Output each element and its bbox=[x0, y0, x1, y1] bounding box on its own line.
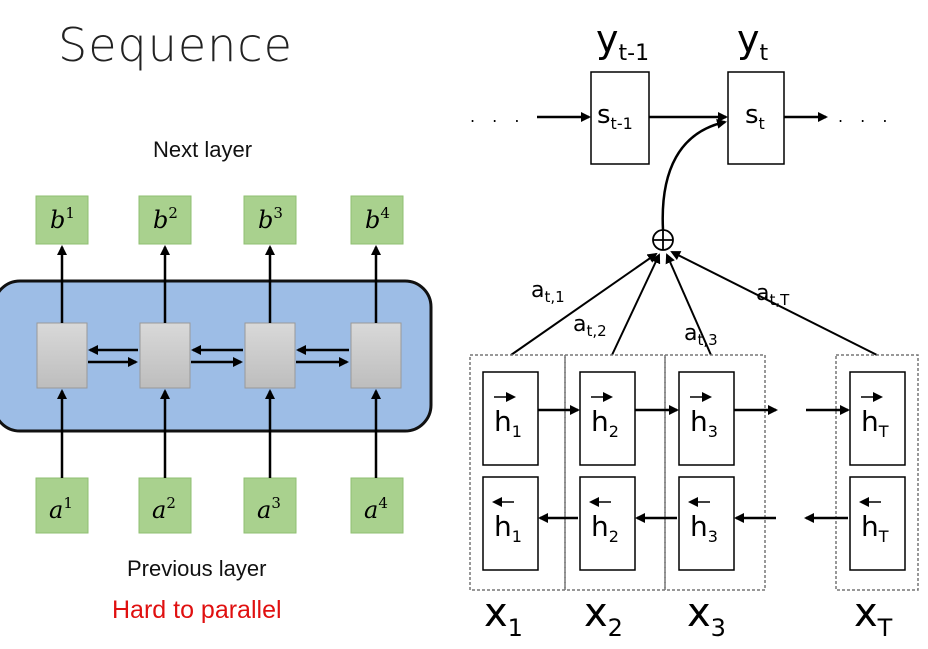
input-xT: xT bbox=[854, 590, 893, 642]
input-boxes bbox=[35, 477, 404, 534]
bwd-hidden-1: h1 bbox=[494, 510, 522, 546]
output-boxes bbox=[35, 195, 404, 245]
fwd-box-1 bbox=[482, 371, 539, 466]
output-box-b3 bbox=[243, 195, 297, 245]
arrow-context-to-state bbox=[661, 118, 727, 231]
previous-layer-caption: Previous layer bbox=[127, 556, 267, 581]
attention-arrow-T bbox=[670, 251, 878, 356]
output-label-b2: b2 bbox=[153, 204, 178, 234]
fwd-hidden-3: h3 bbox=[690, 405, 718, 441]
input-column-T bbox=[835, 354, 919, 591]
input-label-a3: a3 bbox=[257, 494, 281, 524]
attention-arrows bbox=[510, 251, 878, 356]
state-box-prev bbox=[590, 71, 650, 165]
fwd-hidden-T: hT bbox=[861, 405, 889, 441]
bwd-box-2 bbox=[579, 476, 636, 571]
fwd-box-T bbox=[849, 371, 906, 466]
rnn-cell-1 bbox=[36, 322, 88, 389]
hidden-boxes bbox=[482, 371, 906, 571]
input-label-a4: a4 bbox=[364, 494, 388, 524]
input-x3: x3 bbox=[687, 590, 726, 642]
dots-right: . . . bbox=[838, 107, 893, 126]
fwd-hidden-1: h1 bbox=[494, 405, 522, 441]
input-columns bbox=[469, 354, 919, 591]
dots-left: . . . bbox=[470, 107, 525, 126]
input-box-a2 bbox=[138, 477, 192, 534]
fwd-hidden-2: h2 bbox=[591, 405, 619, 441]
input-x2: x2 bbox=[584, 590, 623, 642]
weight-label-1: at,1 bbox=[531, 278, 565, 306]
direction-marks bbox=[492, 392, 883, 507]
output-y-prev: yt-1 bbox=[596, 17, 649, 66]
input-box-a4 bbox=[350, 477, 404, 534]
attention-arrow-3 bbox=[665, 253, 712, 356]
bwd-hidden-T: hT bbox=[861, 510, 889, 546]
bwd-hidden-2: h2 bbox=[591, 510, 619, 546]
input-label-a1: a1 bbox=[49, 494, 73, 524]
output-label-b3: b3 bbox=[258, 204, 283, 234]
rnn-layer-panel bbox=[0, 279, 433, 433]
input-box-a3 bbox=[243, 477, 297, 534]
weight-label-T: at,T bbox=[756, 281, 790, 309]
output-label-b1: b1 bbox=[50, 204, 75, 234]
fwd-box-2 bbox=[579, 371, 636, 466]
horizontal-arrows bbox=[88, 345, 349, 367]
output-label-b4: b4 bbox=[365, 204, 390, 234]
vertical-arrows bbox=[57, 245, 381, 478]
weight-label-3: at,3 bbox=[684, 321, 718, 349]
output-y-current: yt bbox=[737, 17, 769, 66]
output-box-b4 bbox=[350, 195, 404, 245]
slide-title: Sequence bbox=[58, 18, 293, 72]
input-x1: x1 bbox=[484, 590, 523, 642]
fwd-box-3 bbox=[678, 371, 735, 466]
rnn-cell-4 bbox=[350, 322, 402, 389]
bwd-hidden-3: h3 bbox=[690, 510, 718, 546]
recurrent-arrows bbox=[538, 405, 850, 523]
state-label-current: st bbox=[745, 100, 765, 133]
input-box-a1 bbox=[35, 477, 89, 534]
attention-arrow-2 bbox=[611, 253, 661, 356]
attention-arrow-1 bbox=[510, 252, 658, 356]
rnn-cell-2 bbox=[139, 322, 191, 389]
state-label-prev: st-1 bbox=[597, 100, 633, 133]
bwd-box-3 bbox=[678, 476, 735, 571]
rnn-cell-3 bbox=[244, 322, 296, 389]
hard-to-parallel-note: Hard to parallel bbox=[112, 596, 282, 624]
bwd-box-1 bbox=[482, 476, 539, 571]
weight-label-2: at,2 bbox=[573, 312, 607, 340]
output-box-b2 bbox=[138, 195, 192, 245]
input-column-3 bbox=[664, 354, 766, 591]
next-layer-caption: Next layer bbox=[153, 137, 253, 162]
rnn-cells bbox=[36, 322, 402, 389]
output-box-b1 bbox=[35, 195, 89, 245]
input-label-a2: a2 bbox=[152, 494, 176, 524]
bwd-box-T bbox=[849, 476, 906, 571]
